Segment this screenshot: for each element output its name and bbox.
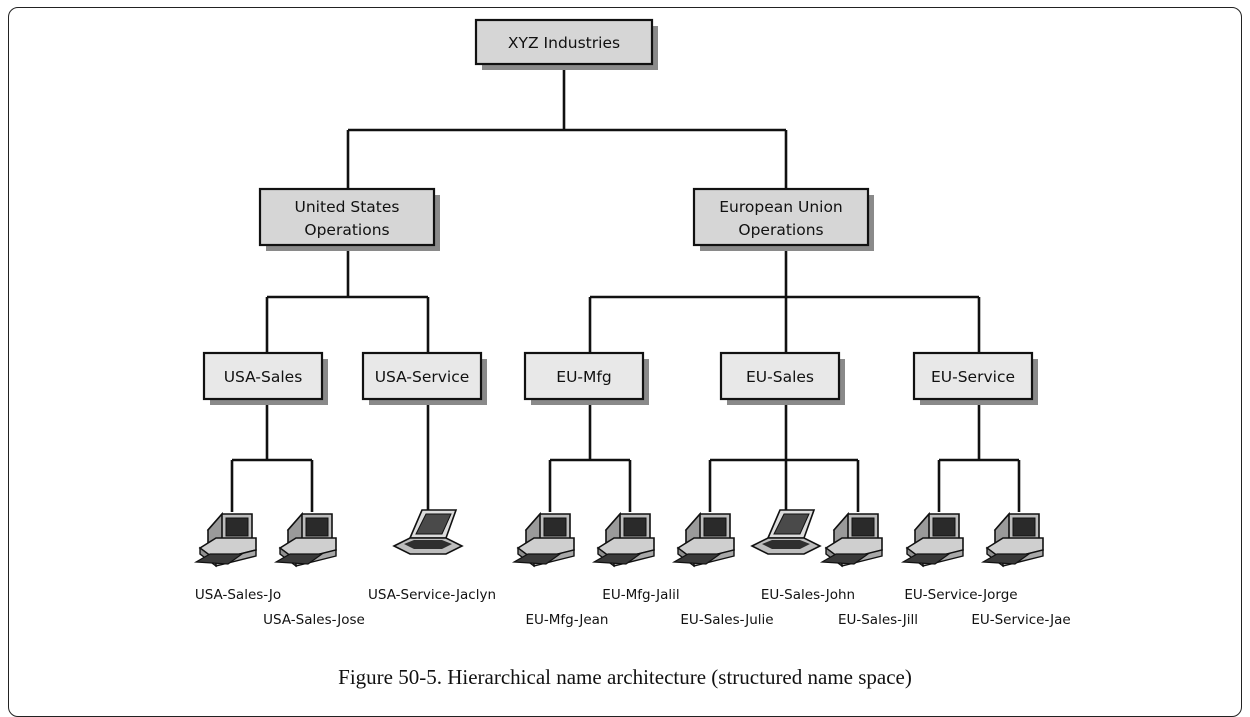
figure-caption: Figure 50-5. Hierarchical name architect… [338, 665, 912, 689]
node-us-operations: United States Operations [258, 187, 440, 251]
host-label-eu-service-jae: EU-Service-Jae [971, 612, 1070, 628]
host-label-eu-service-jorge: EU-Service-Jorge [904, 587, 1017, 603]
node-eu-service-label: EU-Service [931, 368, 1015, 386]
node-us-label-line2: Operations [304, 221, 389, 239]
host-label-usa-service-jaclyn: USA-Service-Jaclyn [368, 587, 496, 603]
desktop-computer-icon [195, 513, 257, 567]
node-eu-sales-label: EU-Sales [746, 368, 814, 386]
desktop-computer-icon [821, 513, 883, 567]
host-label-eu-sales-john: EU-Sales-John [761, 587, 855, 603]
desktop-computer-icon [902, 513, 964, 567]
connector-lines [230, 68, 1021, 512]
laptop-computer-icon [751, 509, 821, 555]
node-root-label: XYZ Industries [508, 34, 620, 52]
node-eu-mfg-label: EU-Mfg [556, 368, 611, 386]
node-eu-sales: EU-Sales [719, 351, 845, 405]
host-label-usa-sales-jo: USA-Sales-Jo [195, 587, 281, 603]
host-label-eu-mfg-jalil: EU-Mfg-Jalil [602, 587, 679, 603]
node-usa-service-label: USA-Service [375, 368, 470, 386]
node-root: XYZ Industries [474, 18, 658, 70]
node-eu-mfg: EU-Mfg [523, 351, 649, 405]
node-eu-operations: European Union Operations [692, 187, 874, 251]
host-label-eu-sales-jill: EU-Sales-Jill [838, 612, 918, 628]
node-eu-service: EU-Service [912, 351, 1038, 405]
node-usa-sales: USA-Sales [202, 351, 328, 405]
node-eu-label-line1: European Union [719, 198, 843, 216]
node-us-label-line1: United States [295, 198, 400, 216]
desktop-computer-icon [673, 513, 735, 567]
host-label-usa-sales-jose: USA-Sales-Jose [263, 612, 365, 628]
desktop-computer-icon [275, 513, 337, 567]
laptop-computer-icon [393, 509, 463, 555]
desktop-computer-icon [513, 513, 575, 567]
host-label-eu-sales-julie: EU-Sales-Julie [680, 612, 773, 628]
node-usa-sales-label: USA-Sales [224, 368, 303, 386]
desktop-computer-icon [982, 513, 1044, 567]
node-eu-label-line2: Operations [738, 221, 823, 239]
desktop-computer-icon [593, 513, 655, 567]
host-label-eu-mfg-jean: EU-Mfg-Jean [526, 612, 609, 628]
node-usa-service: USA-Service [361, 351, 487, 405]
